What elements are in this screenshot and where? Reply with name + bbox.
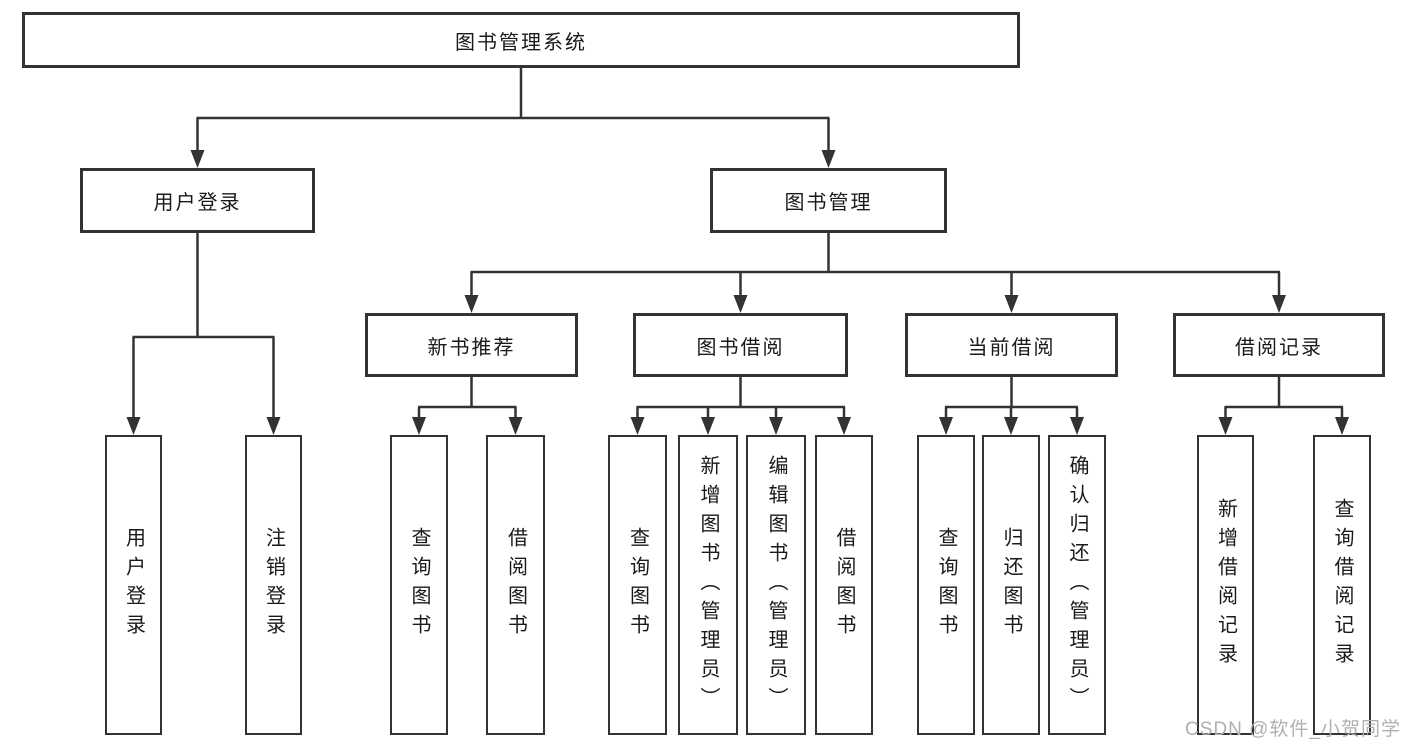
node-book-borrow: 图书借阅	[633, 313, 848, 377]
leaf-confirm-return-admin: 确认归还（管理员）	[1048, 435, 1106, 735]
leaf-confirm-return-admin-label: 确认归还（管理员）	[1066, 454, 1088, 716]
leaf-add-borrow-record: 新增借阅记录	[1197, 435, 1254, 735]
leaf-add-borrow-record-label: 新增借阅记录	[1214, 498, 1237, 672]
leaf-edit-book-admin-label: 编辑图书（管理员）	[765, 454, 787, 716]
watermark: CSDN @软件_小贺同学	[1185, 719, 1401, 740]
leaf-query-books-current-label: 查询图书	[935, 527, 957, 643]
leaf-query-books-recommend-label: 查询图书	[408, 527, 430, 643]
node-current-borrow: 当前借阅	[905, 313, 1118, 377]
leaf-add-book-admin: 新增图书（管理员）	[678, 435, 738, 735]
leaf-return-books: 归还图书	[982, 435, 1040, 735]
leaf-borrow-books: 借阅图书	[815, 435, 873, 735]
leaf-return-books-label: 归还图书	[1000, 527, 1022, 643]
leaf-query-books-borrow: 查询图书	[608, 435, 667, 735]
leaf-borrow-books-label: 借阅图书	[833, 527, 855, 643]
node-user-login: 用户登录	[80, 168, 315, 233]
leaf-borrow-books-recommend-label: 借阅图书	[504, 527, 527, 643]
leaf-user-login-label: 用户登录	[122, 527, 145, 643]
leaf-query-books-recommend: 查询图书	[390, 435, 448, 735]
leaf-logout-login: 注销登录	[245, 435, 302, 735]
node-borrow-records: 借阅记录	[1173, 313, 1385, 377]
leaf-query-books-current: 查询图书	[917, 435, 975, 735]
node-new-book-recommend: 新书推荐	[365, 313, 578, 377]
node-library-system: 图书管理系统	[22, 12, 1020, 68]
leaf-logout-login-label: 注销登录	[262, 527, 285, 643]
node-book-management: 图书管理	[710, 168, 947, 233]
leaf-user-login: 用户登录	[105, 435, 162, 735]
leaf-edit-book-admin: 编辑图书（管理员）	[746, 435, 806, 735]
leaf-query-books-borrow-label: 查询图书	[626, 527, 649, 643]
leaf-query-borrow-record: 查询借阅记录	[1313, 435, 1371, 735]
leaf-query-borrow-record-label: 查询借阅记录	[1331, 498, 1353, 672]
leaf-add-book-admin-label: 新增图书（管理员）	[697, 454, 719, 716]
leaf-borrow-books-recommend: 借阅图书	[486, 435, 545, 735]
